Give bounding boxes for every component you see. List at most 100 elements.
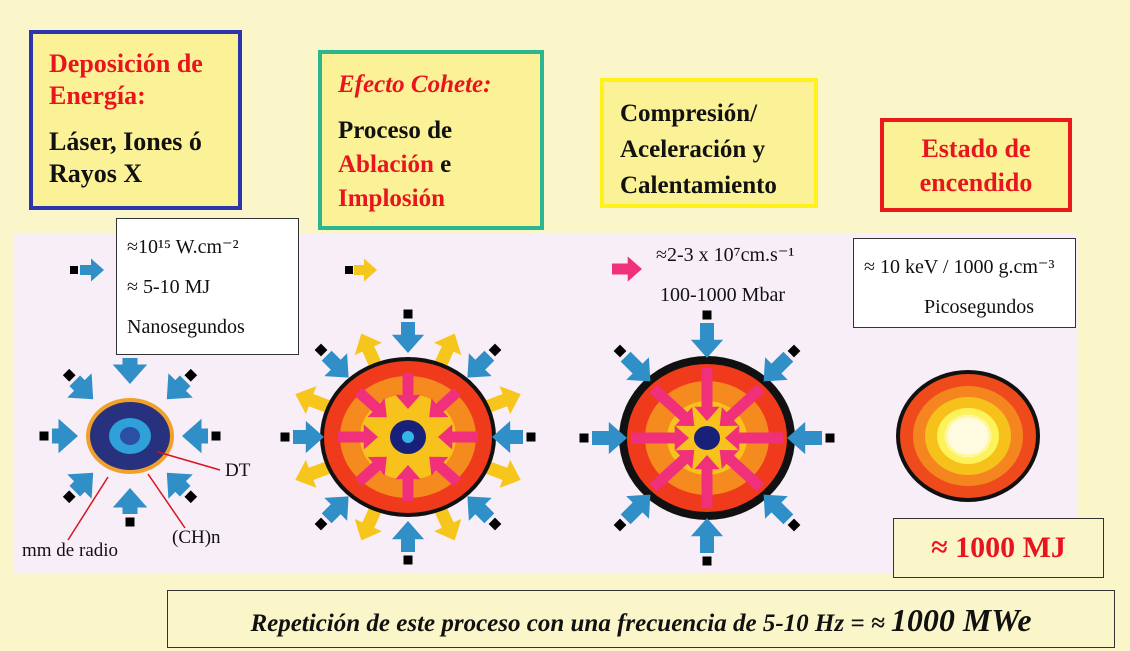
radius-label: mm de radio [22, 540, 119, 561]
stage1-parameters: ≈10¹⁵ W.cm⁻² ≈ 5-10 MJ Nanosegundos [116, 218, 299, 355]
ablation-word: Ablación [338, 151, 434, 178]
implosion-legend-arrow [612, 256, 642, 282]
beam-source-marker [280, 432, 290, 442]
laser-arrow [620, 494, 651, 525]
implosion-arrow [429, 387, 462, 418]
implosion-arrow [395, 373, 421, 409]
stage1-title-line1: Deposición de [49, 49, 203, 78]
laser-arrow [391, 322, 425, 353]
laser-arrow [391, 521, 425, 552]
beam-source-marker [39, 431, 49, 441]
beam-source-marker [488, 517, 502, 531]
pressure-value: 100-1000 Mbar [660, 284, 785, 306]
implosion-arrow [649, 450, 695, 492]
dt-label: DT [225, 460, 251, 481]
arrow-legend [70, 256, 642, 282]
laser-arrow [620, 351, 651, 382]
laser-legend-arrow [80, 258, 104, 282]
stage1-title-line2: Energía: [49, 81, 146, 110]
label-pointers [67, 451, 221, 541]
intensity-value: ≈10¹⁵ W.cm⁻² [127, 236, 239, 258]
laser-arrow [52, 418, 78, 454]
laser-arrow [592, 421, 627, 455]
power-output: 1000 MWe [890, 602, 1032, 638]
beam-source-marker [825, 433, 835, 443]
stage-compression: Compresión/ Aceleración y Calentamiento [600, 78, 818, 208]
energy-value: ≈ 5-10 MJ [127, 276, 211, 298]
ablating-capsule [280, 309, 536, 565]
beam-source-marker [184, 490, 198, 504]
beam-source-marker [787, 518, 801, 532]
ignited-capsule [896, 370, 1040, 502]
beam-source-marker [314, 343, 328, 357]
energy-yield-box: ≈ 1000 MJ [893, 518, 1104, 578]
laser-arrow [787, 421, 822, 455]
beam-source-marker [787, 344, 801, 358]
beam-source-marker [613, 518, 627, 532]
beam-source-marker [125, 517, 135, 527]
laser-arrow [166, 373, 193, 400]
beam-source-marker [314, 517, 328, 531]
implosion-arrow [631, 425, 689, 451]
compressed-capsule [579, 310, 835, 566]
implosion-arrow [354, 387, 387, 418]
hot-spot [402, 431, 414, 443]
stage3-line2: Aceleración y [620, 136, 766, 163]
repetition-text: Repetición de este proceso con una frecu… [250, 610, 891, 637]
ch-label: (CH)n [172, 527, 221, 548]
stage4-parameters: ≈ 10 keV / 1000 g.cm⁻³ Picosegundos [853, 238, 1076, 328]
ablation-legend-arrow [354, 258, 377, 282]
stage4-line1: Estado de [921, 134, 1031, 163]
stage2-line2-rest: e [433, 151, 452, 178]
target-capsule [39, 345, 221, 527]
stage2-line2: Ablación e [338, 148, 540, 182]
laser-arrow [467, 496, 495, 524]
laser-arrow [67, 373, 94, 400]
beam-source-marker [526, 432, 536, 442]
beam-source-marker [579, 433, 589, 443]
implosion-arrow [354, 456, 387, 487]
implosion-arrow [719, 450, 765, 492]
laser-arrow [293, 420, 324, 454]
beam-source-marker [62, 490, 76, 504]
stage-energy-deposition: Deposición de Energía: Láser, Iones ó Ra… [29, 30, 242, 210]
laser-arrow [763, 351, 794, 382]
dt-pointer [157, 451, 221, 471]
stage3-parameters: ≈2-3 x 10⁷cm.s⁻¹ 100-1000 Mbar [600, 231, 845, 321]
stage4-line2: encendido [919, 168, 1033, 197]
velocity-value: ≈2-3 x 10⁷cm.s⁻¹ [656, 244, 795, 266]
radius-pointer [67, 476, 109, 541]
ignition-spot [944, 414, 992, 458]
laser-arrow [690, 518, 724, 553]
repetition-summary: Repetición de este proceso con una frecu… [167, 590, 1115, 648]
beam-source-marker [488, 343, 502, 357]
implosion-arrow [338, 424, 378, 450]
stage-ignition: Estado de encendido [880, 118, 1072, 212]
timescale-value: Nanosegundos [127, 316, 245, 338]
stage3-line1: Compresión/ [620, 100, 758, 127]
ch-pointer [147, 473, 186, 529]
inner-core [120, 427, 140, 445]
laser-arrow [492, 420, 523, 454]
legend-marker [345, 266, 353, 274]
implosion-arrow [649, 384, 695, 426]
laser-arrow [321, 350, 349, 378]
implosion-arrow [694, 368, 720, 421]
implosion-arrow [719, 384, 765, 426]
beam-source-marker [702, 310, 712, 320]
beam-source-marker [613, 344, 627, 358]
laser-arrow [112, 488, 148, 514]
implosion-arrow [725, 425, 783, 451]
beam-source-marker [403, 309, 413, 319]
laser-arrow [763, 494, 794, 525]
implosion-arrow [438, 424, 478, 450]
laser-arrow [690, 323, 724, 358]
beam-source-marker [184, 368, 198, 382]
laser-arrow [67, 472, 94, 499]
stage2-line1: Proceso de [338, 117, 453, 144]
beam-source-marker [403, 555, 413, 565]
implosion-arrow [395, 465, 421, 501]
stage3-line3: Calentamiento [620, 172, 777, 199]
beam-source-marker [211, 431, 221, 441]
